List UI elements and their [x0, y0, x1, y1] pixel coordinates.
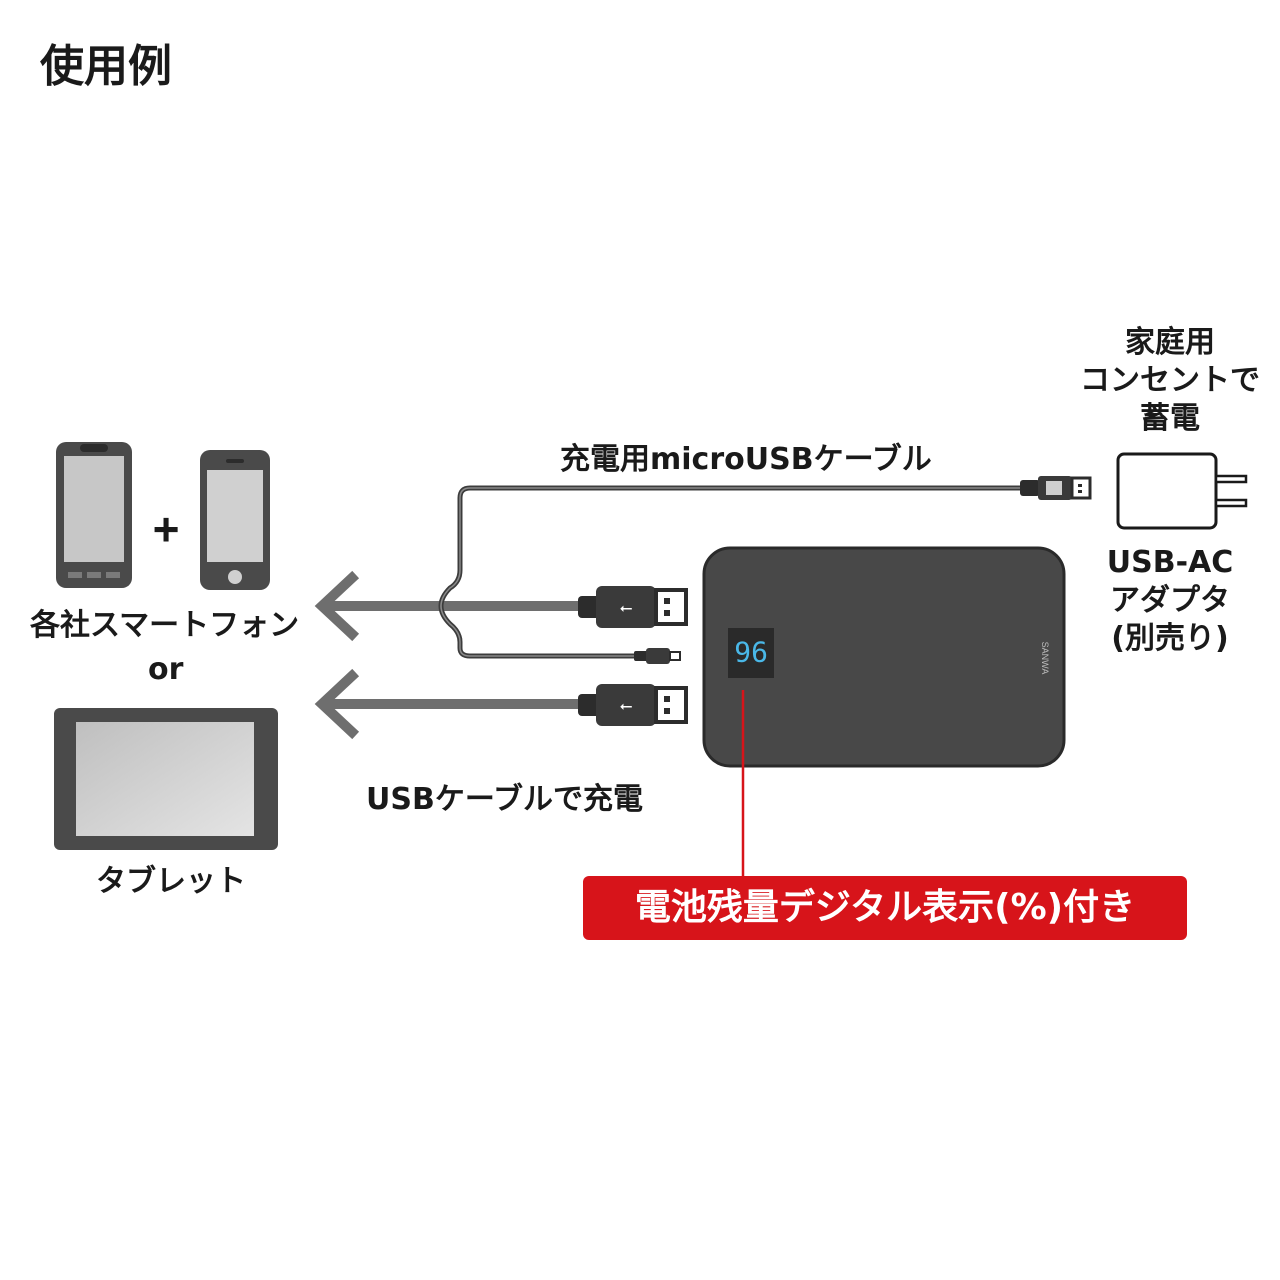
- iphone-icon: [200, 450, 270, 590]
- svg-text:⭠: ⭠: [620, 696, 633, 715]
- arrow-left-icon: [314, 570, 591, 642]
- arrow-left-icon: [314, 668, 591, 740]
- battery-percent-display: 96: [734, 635, 768, 668]
- tablet-icon: [54, 708, 278, 850]
- charge-cable-label: 充電用microUSBケーブル: [560, 442, 932, 477]
- usb-a-connector-icon: ⭠: [578, 586, 688, 628]
- battery-display-callout: 電池残量デジタル表示(%)付き: [583, 876, 1187, 940]
- home-outlet-label: 家庭用 コンセントで 蓄電: [1080, 325, 1260, 436]
- or-label: or: [148, 652, 184, 687]
- brand-logo: SANWA: [1040, 642, 1050, 675]
- usb-a-connector-icon: [1020, 476, 1092, 500]
- plus-sign: +: [153, 503, 180, 555]
- tablet-label: タブレット: [96, 864, 246, 899]
- page-title: 使用例: [40, 41, 172, 92]
- battery-pack-icon: 96 SANWA: [702, 546, 1066, 768]
- svg-text:⭠: ⭠: [620, 598, 633, 617]
- micro-usb-connector-icon: [634, 648, 681, 664]
- ac-adapter-icon: [1116, 452, 1248, 530]
- smartphones-label: 各社スマートフォン: [30, 608, 300, 643]
- adapter-label: USB-AC アダプタ (別売り): [1106, 545, 1234, 656]
- smartphone-icon: [56, 442, 132, 588]
- usb-cable-label: USBケーブルで充電: [366, 782, 644, 817]
- usb-a-connector-icon: ⭠: [578, 684, 688, 726]
